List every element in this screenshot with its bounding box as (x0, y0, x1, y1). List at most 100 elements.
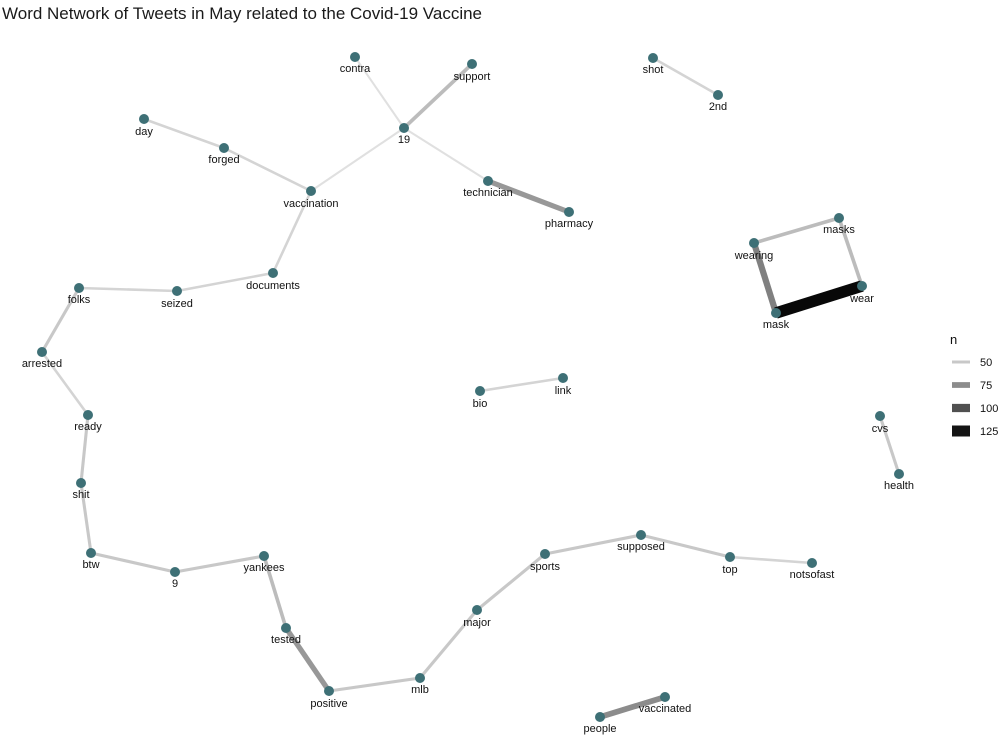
node-vaccination (306, 186, 316, 196)
node-people (595, 712, 605, 722)
node-label-tested: tested (271, 634, 301, 646)
node-support (467, 59, 477, 69)
node-label-mask: mask (763, 319, 790, 331)
edge-sports-supposed (544, 533, 642, 556)
node-forged (219, 143, 229, 153)
node-label-positive: positive (310, 698, 347, 710)
edge-forged-vaccination (223, 146, 312, 193)
edge-support-19 (402, 62, 474, 130)
node-label-seized: seized (161, 298, 193, 310)
node-pharmacy (564, 207, 574, 217)
legend: n 50 75 100 125 (950, 332, 998, 438)
edge-ready-shit (79, 414, 90, 484)
edge-shit-btw (79, 482, 93, 554)
node-label-sports: sports (530, 561, 560, 573)
node-arrested (37, 347, 47, 357)
edge-contra-19 (354, 56, 405, 129)
node-wearing (749, 238, 759, 248)
node-label-notsofast: notsofast (790, 569, 835, 581)
edge-mask-wear (774, 280, 864, 319)
node-tested (281, 623, 291, 633)
edge-tested-positive (283, 626, 332, 693)
edge-supposed-top (640, 533, 731, 559)
node-label-shit: shit (72, 489, 89, 501)
edge-technician-pharmacy (487, 178, 570, 215)
node-contra (350, 52, 360, 62)
node-label-link: link (555, 385, 572, 397)
legend-label-100: 100 (980, 403, 998, 415)
node-label-9: 9 (172, 578, 178, 590)
node-sports (540, 549, 550, 559)
node-shit (76, 478, 86, 488)
node-2nd (713, 90, 723, 100)
edge-19-technician (403, 127, 489, 182)
edge-vaccination-documents (271, 190, 313, 274)
edge-mlb-major (418, 609, 479, 679)
nodes-layer (37, 52, 904, 722)
node-label-contra: contra (340, 63, 371, 75)
node-label-people: people (583, 723, 616, 735)
node-label-technician: technician (463, 187, 513, 199)
chart-title: Word Network of Tweets in May related to… (2, 4, 483, 23)
legend-items: 50 75 100 125 (952, 357, 998, 438)
node-label-health: health (884, 480, 914, 492)
node-label-top: top (722, 564, 737, 576)
edge-major-sports (476, 552, 546, 612)
node-label-yankees: yankees (244, 562, 285, 574)
node-label-day: day (135, 126, 153, 138)
node-label-documents: documents (246, 280, 300, 292)
node-label-vaccinated: vaccinated (639, 703, 692, 715)
node-vaccinated (660, 692, 670, 702)
node-label-supposed: supposed (617, 541, 665, 553)
legend-label-125: 125 (980, 426, 998, 438)
edge-top-notsofast (729, 555, 813, 565)
node-label-vaccination: vaccination (283, 198, 338, 210)
edge-people-vaccinated (599, 694, 666, 720)
legend-title: n (950, 332, 957, 347)
node-label-shot: shot (643, 64, 664, 76)
node-documents (268, 268, 278, 278)
node-folks (74, 283, 84, 293)
node-notsofast (807, 558, 817, 568)
edge-cvs-health (878, 415, 901, 475)
node-supposed (636, 530, 646, 540)
node-major (472, 605, 482, 615)
node-bio (475, 386, 485, 396)
node-btw (86, 548, 96, 558)
edge-9-yankees (174, 554, 265, 574)
node-positive (324, 686, 334, 696)
edge-19-vaccination (310, 127, 405, 192)
labels-layer: contrasupportshot2nd19dayforgedvaccinati… (22, 63, 914, 735)
node-9 (170, 567, 180, 577)
node-label-forged: forged (208, 154, 239, 166)
edge-bio-link (479, 376, 564, 393)
edge-yankees-tested (262, 555, 288, 629)
edge-masks-wearing (753, 216, 840, 245)
node-ready (83, 410, 93, 420)
node-label-arrested: arrested (22, 358, 62, 370)
legend-label-50: 50 (980, 357, 992, 369)
node-19 (399, 123, 409, 133)
node-label-wearing: wearing (734, 250, 774, 262)
node-technician (483, 176, 493, 186)
node-cvs (875, 411, 885, 421)
edge-masks-wear (837, 217, 864, 287)
edge-arrested-ready (40, 351, 90, 416)
edges-layer (40, 56, 901, 720)
edge-seized-folks (78, 286, 178, 293)
node-label-cvs: cvs (872, 423, 889, 435)
node-mlb (415, 673, 425, 683)
legend-label-75: 75 (980, 380, 992, 392)
node-day (139, 114, 149, 124)
node-label-masks: masks (823, 224, 855, 236)
edge-folks-arrested (40, 287, 81, 353)
node-label-btw: btw (82, 559, 99, 571)
edge-positive-mlb (328, 676, 421, 693)
edge-documents-seized (176, 271, 274, 293)
node-label-19: 19 (398, 134, 410, 146)
node-label-support: support (454, 71, 491, 83)
edge-btw-9 (90, 551, 176, 574)
node-label-bio: bio (473, 398, 488, 410)
node-seized (172, 286, 182, 296)
